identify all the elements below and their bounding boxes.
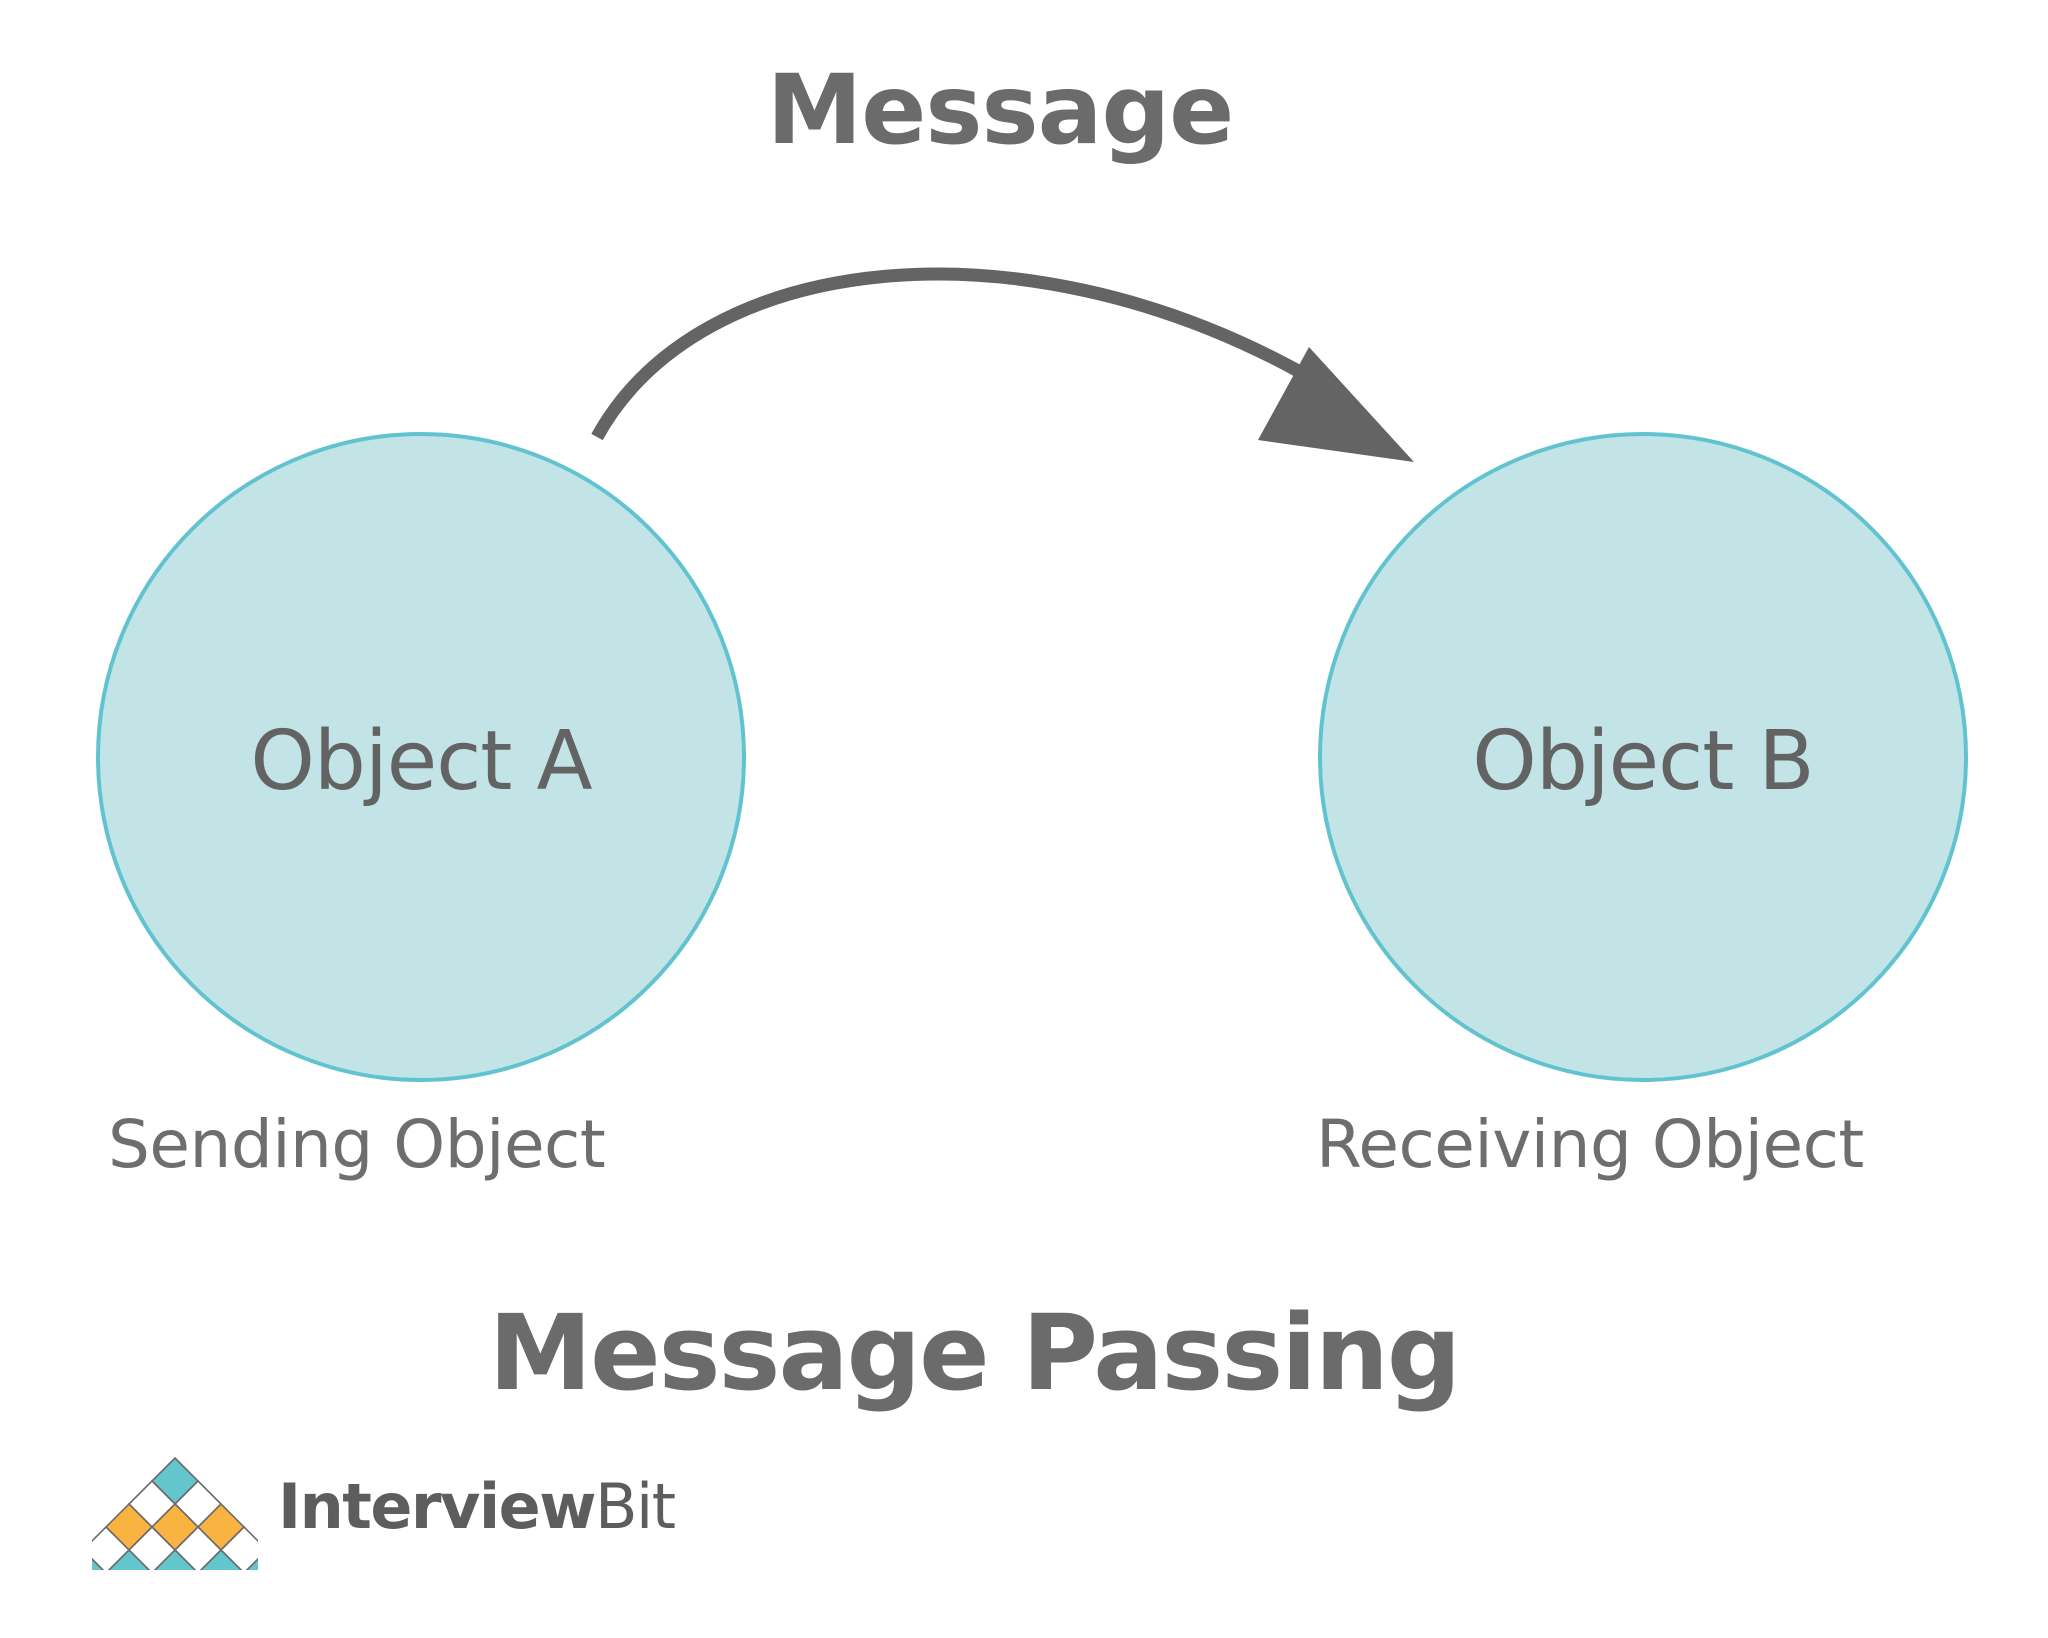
logo-diamond-white xyxy=(173,1525,223,1570)
message-title-text: Message xyxy=(766,54,1235,166)
logo-word-interview: Interview xyxy=(278,1470,596,1543)
interviewbit-logo[interactable]: InterviewBit xyxy=(92,1452,676,1570)
logo-diamond-teal xyxy=(107,1548,151,1570)
node-object-b-label: Object B xyxy=(1472,713,1814,809)
node-object-a-label: Object A xyxy=(250,713,592,809)
node-object-b[interactable]: Object B xyxy=(1318,432,1968,1082)
logo-diamond-teal xyxy=(199,1548,243,1570)
message-title: Message xyxy=(0,57,2048,164)
interviewbit-wordmark: InterviewBit xyxy=(278,1476,676,1538)
caption-receiving-object: Receiving Object xyxy=(1316,1106,1864,1183)
caption-sending-object: Sending Object xyxy=(108,1106,606,1183)
node-object-a[interactable]: Object A xyxy=(96,432,746,1082)
main-heading: Message Passing xyxy=(0,1292,2048,1414)
interviewbit-pyramid-logo-icon xyxy=(92,1456,258,1570)
logo-diamond-teal xyxy=(245,1557,258,1570)
main-heading-text: Message Passing xyxy=(488,1292,1462,1414)
logo-diamond-teal xyxy=(92,1557,105,1570)
logo-word-bit: Bit xyxy=(594,1470,676,1543)
logo-diamond-white xyxy=(127,1525,177,1570)
logo-diamond-teal xyxy=(153,1548,197,1570)
